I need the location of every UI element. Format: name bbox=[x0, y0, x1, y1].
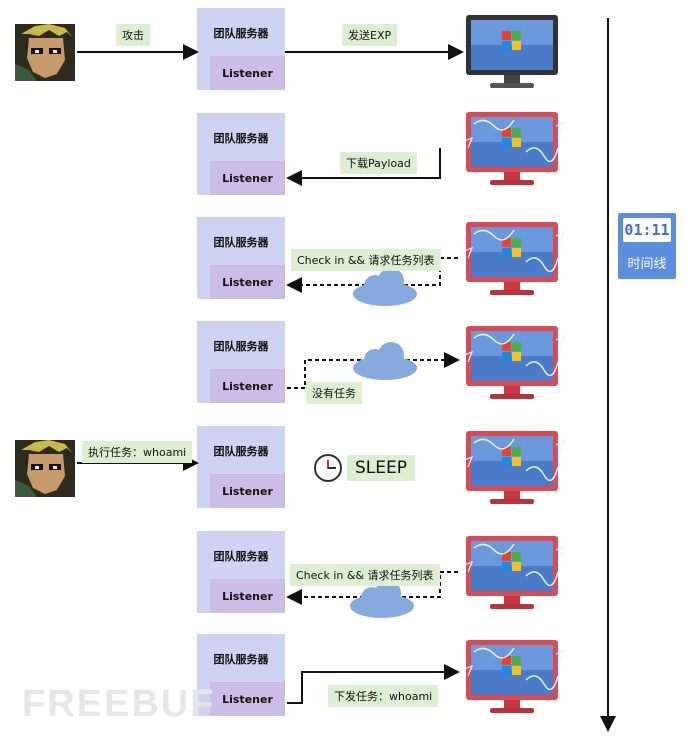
issue-task-label: 下发任务：whoami bbox=[328, 685, 439, 707]
no-task-label: 没有任务 bbox=[306, 382, 362, 404]
team-server-5: 团队服务器 Listener bbox=[197, 426, 285, 508]
download-payload-arrow bbox=[286, 148, 441, 186]
download-payload-label: 下载Payload bbox=[340, 152, 417, 174]
server-title: 团队服务器 bbox=[213, 550, 269, 563]
server-title: 团队服务器 bbox=[213, 653, 269, 666]
timeline-badge: 01:11 时间线 bbox=[618, 213, 676, 279]
infected-monitor-icon bbox=[461, 639, 565, 714]
infected-monitor-icon bbox=[461, 221, 565, 296]
infected-monitor-icon bbox=[461, 325, 565, 400]
checkin-label-1: Check in && 请求任务列表 bbox=[291, 249, 441, 271]
listener-box: Listener bbox=[210, 56, 285, 90]
server-title: 团队服务器 bbox=[213, 340, 269, 353]
listener-box: Listener bbox=[210, 682, 285, 716]
watermark: FREEBUF bbox=[22, 683, 216, 725]
listener-box: Listener bbox=[210, 474, 285, 508]
team-server-4: 团队服务器 Listener bbox=[197, 321, 285, 403]
attacker-avatar-icon bbox=[15, 24, 75, 81]
infected-monitor-icon bbox=[461, 535, 565, 610]
cloud-icon bbox=[353, 268, 417, 306]
server-title: 团队服务器 bbox=[213, 236, 269, 249]
clock-hand bbox=[328, 467, 336, 469]
listener-box: Listener bbox=[210, 369, 285, 403]
clock-hand bbox=[327, 460, 329, 469]
team-server-6: 团队服务器 Listener bbox=[197, 531, 285, 613]
server-title: 团队服务器 bbox=[213, 27, 269, 40]
checkin-label-2: Check in && 请求任务列表 bbox=[290, 564, 440, 586]
listener-box: Listener bbox=[210, 161, 285, 195]
sleep-label: SLEEP bbox=[347, 455, 415, 481]
server-title: 团队服务器 bbox=[213, 132, 269, 145]
team-server-3: 团队服务器 Listener bbox=[197, 217, 285, 299]
send-exp-label: 发送EXP bbox=[342, 24, 398, 46]
clock-icon bbox=[314, 454, 342, 482]
cloud-icon bbox=[353, 342, 417, 380]
attack-label: 攻击 bbox=[116, 24, 150, 46]
team-server-2: 团队服务器 Listener bbox=[197, 113, 285, 195]
exec-task-label: 执行任务：whoami bbox=[82, 441, 193, 463]
team-server-7: 团队服务器 Listener bbox=[197, 634, 285, 716]
attacker-avatar-icon bbox=[15, 440, 75, 497]
issue-task-arrow bbox=[287, 664, 460, 704]
listener-box: Listener bbox=[210, 265, 285, 299]
timeline-caption: 时间线 bbox=[627, 257, 667, 272]
server-title: 团队服务器 bbox=[213, 445, 269, 458]
team-server-1: 团队服务器 Listener bbox=[197, 8, 285, 90]
listener-box: Listener bbox=[210, 579, 285, 613]
infected-monitor-icon bbox=[461, 430, 565, 505]
infected-monitor-icon bbox=[461, 111, 565, 186]
timer-digits: 01:11 bbox=[623, 218, 671, 242]
monitor-icon bbox=[466, 15, 558, 88]
